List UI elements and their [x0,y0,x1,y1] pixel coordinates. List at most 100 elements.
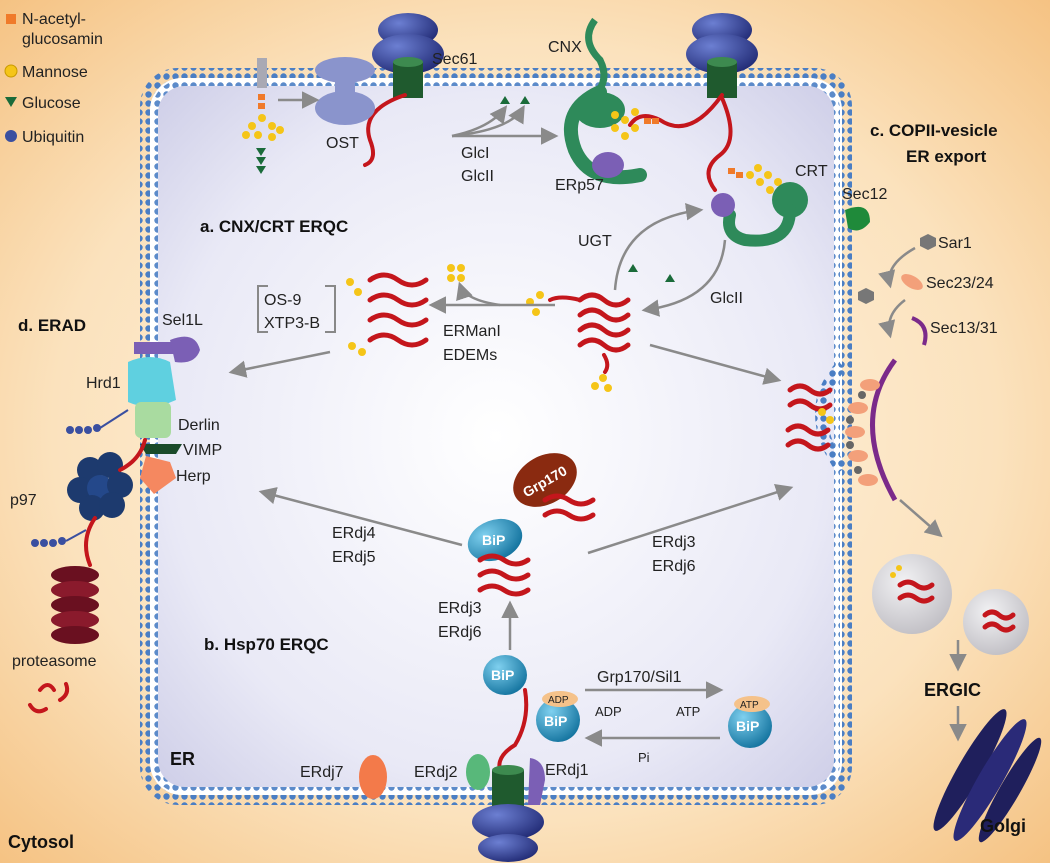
glc2-label: GlcII [461,168,494,185]
legend-ubiquitin-swatch [5,130,17,142]
os9-label: OS-9 [264,292,301,309]
legend-glcnac-label-2: glucosamin [22,31,103,48]
legend-ubiquitin-label: Ubiquitin [22,129,84,146]
ost-bottom [315,91,375,125]
bip-adp-label: BiP [544,713,567,729]
erp57-shape [592,152,624,178]
p97-label: p97 [10,492,37,509]
glucosidase-trimming: GlcI GlcII [451,96,559,185]
cytosol-label: Cytosol [8,832,74,852]
erdj2-label: ERdj2 [414,764,458,781]
crt-label: CRT [795,163,828,180]
bip-center-label: BiP [482,532,505,548]
sec2324-label: Sec23/24 [926,275,994,292]
section-a-title: a. CNX/CRT ERQC [200,217,348,236]
erdj4-label: ERdj4 [332,525,376,542]
vimp-shape [140,444,182,454]
sec61-label: Sec61 [432,51,477,68]
sec1331-label: Sec13/31 [930,320,998,337]
er-lumen [158,86,834,787]
erad-complex: Sel1L Hrd1 Derlin VIMP Herp p97 proteaso… [10,312,222,714]
top-translocon-left: Sec61 OST [242,13,477,174]
legend-glucose-label: Glucose [22,95,81,112]
derlin-shape [135,402,171,438]
herp-label: Herp [176,468,211,485]
hrd1-label: Hrd1 [86,375,121,392]
atp-badge: ATP [740,700,759,711]
grp170-shape [513,453,577,507]
legend: N-acetyl- glucosamin Mannose Glucose Ubi… [4,11,103,146]
mannosidase-trimming: ERManI EDEMs [346,264,555,364]
calnexin-complex: CNX ERp57 [548,13,758,194]
legend-mannose-label: Mannose [22,64,88,81]
section-b-title: b. Hsp70 ERQC [204,635,329,654]
bip-lower-label: BiP [491,667,514,683]
sel1l-shape [170,336,200,363]
vesicle-2 [963,589,1029,655]
erdj5-label: ERdj5 [332,549,376,566]
sec61-channel [393,62,423,98]
legend-glcnac-label-1: N-acetyl- [22,11,86,28]
sec12-shape [845,206,870,231]
ugt-label: UGT [578,233,612,250]
misfolded-glycoprotein-center [526,291,631,392]
er-label: ER [170,749,195,769]
herp-shape [140,456,176,494]
vimp-label: VIMP [183,442,222,459]
legend-glcnac-swatch [6,14,16,24]
sec2324-shape [901,274,923,290]
xtp3b-label: XTP3-B [264,315,320,332]
lectins: OS-9 XTP3-B [228,285,336,378]
ermani-label: ERManI [443,323,501,340]
erp57-label: ERp57 [555,177,604,194]
pi-label: Pi [638,750,650,765]
copii-vesicles [872,554,1029,672]
section-d-title: d. ERAD [18,316,86,335]
section-c-title-1: c. COPII-vesicle [870,121,998,140]
sar1-label: Sar1 [938,235,972,252]
arrow-to-erad [258,487,463,547]
ergic-label: ERGIC [924,680,981,700]
arrow-to-copii [649,343,782,385]
bip-atp-label: BiP [736,718,759,734]
copii-machinery: Sec12 Sar1 Sec23/24 Sec13/31 [785,186,998,538]
sar1-shape [920,234,936,250]
glc1-label: GlcI [461,145,489,162]
derlin-label: Derlin [178,417,220,434]
adp-badge: ADP [548,695,569,706]
sel1l-label: Sel1L [162,312,203,329]
golgi-label: Golgi [980,816,1026,836]
legend-glucose-swatch [5,97,17,107]
arrow-to-export [587,483,794,555]
ribosome-large [372,34,444,74]
grp170sil1-label: Grp170/Sil1 [597,669,682,686]
section-c-title-2: ER export [906,147,987,166]
erdj6-right-label: ERdj6 [652,558,696,575]
proteasome-shape [51,566,99,644]
nascent-chain [363,93,407,167]
hrd1-shape [128,357,176,407]
erdj3-lower-label: ERdj3 [438,600,482,617]
erdj7-label: ERdj7 [300,764,344,781]
proteasome-label: proteasome [12,653,97,670]
erdj6-lower-label: ERdj6 [438,624,482,641]
erdj1-label: ERdj1 [545,762,589,779]
grp170-complex: Grp170 [513,453,596,522]
degraded-fragments [28,682,70,714]
cnx-label: CNX [548,39,582,56]
bip-center: BiP [467,518,531,597]
legend-mannose-swatch [4,64,18,78]
calreticulin-complex: CRT [706,96,828,247]
atp-right-label: ATP [676,704,700,719]
ugt-cycle: UGT GlcII [578,203,743,317]
edems-label: EDEMs [443,347,497,364]
adp-left-label: ADP [595,704,622,719]
dolichol-anchor [257,58,267,88]
glc2b-label: GlcII [710,290,743,307]
bip-atp-cycle: Grp170/Sil1 ADP ATP BiP ATP Pi [584,669,772,765]
ost-label: OST [326,135,359,152]
erdj7: ERdj7 [300,755,387,799]
bottom-translocon: BiP BiP ADP ERdj2 ERdj1 [414,655,589,862]
